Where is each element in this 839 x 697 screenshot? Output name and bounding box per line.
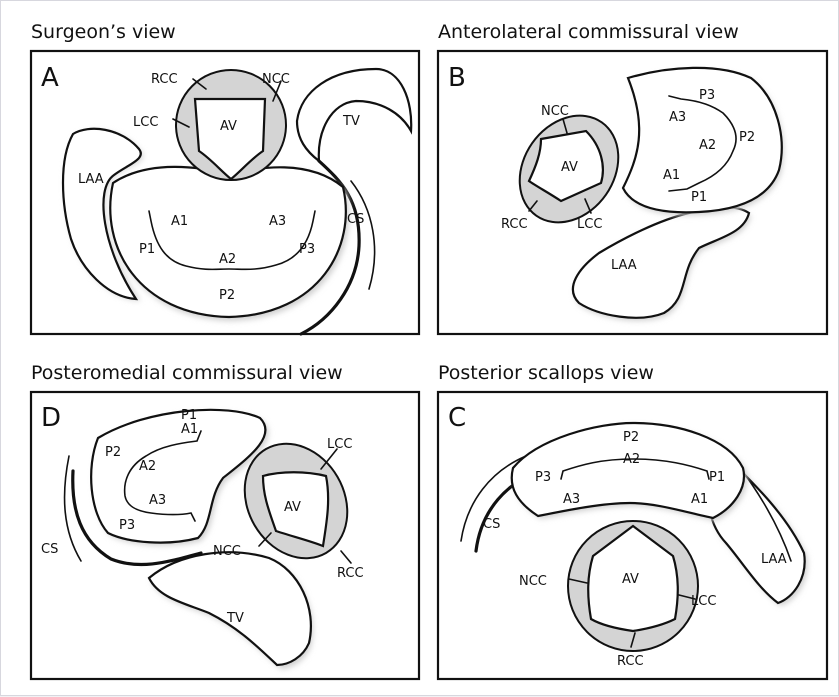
a1-label-a: A1 [171,214,188,229]
p2-label-c: P2 [623,430,639,445]
a1-label-c: A1 [691,492,708,507]
laa-label-c: LAA [761,552,787,567]
lcc-label-a: LCC [133,115,158,130]
rcc-label-b: RCC [501,217,528,232]
a1-label-b: A1 [663,168,680,183]
p2-label-a: P2 [219,288,235,303]
av-label-c: AV [622,572,639,587]
lcc-label-c: LCC [691,594,716,609]
panel-c-letter: C [448,403,466,433]
rcc-label-c: RCC [617,654,644,669]
ncc-label-b: NCC [541,104,569,119]
av-label-a: AV [220,119,237,134]
p1-label-d: P1 [181,408,197,423]
a2-label-d: A2 [139,459,156,474]
ncc-label-c: NCC [519,574,547,589]
a3-label-c: A3 [563,492,580,507]
panel-a: A RCC NCC LCC AV TV LAA CS [31,51,419,334]
cs-label-a: CS [347,212,364,227]
lcc-label-d: LCC [327,437,352,452]
cs-label-c: CS [483,517,500,532]
rcc-label-d: RCC [337,566,364,581]
p1-label-b: P1 [691,190,707,205]
p2-label-d: P2 [105,445,121,460]
p1-label-a: P1 [139,242,155,257]
a2-label-c: A2 [623,452,640,467]
p3-label-b: P3 [699,88,715,103]
panel-d-letter: D [41,403,61,433]
panel-a-letter: A [41,63,59,93]
lcc-label-b: LCC [577,217,602,232]
a1-label-d: A1 [181,422,198,437]
laa-label-b: LAA [611,258,637,273]
p1-label-c: P1 [709,470,725,485]
panel-b-letter: B [448,63,466,93]
a2-label-b: A2 [699,138,716,153]
a2-label-a: A2 [219,252,236,267]
p3-label-a: P3 [299,242,315,257]
p3-label-c: P3 [535,470,551,485]
panel-d: D LCC AV NCC RCC CS TV A1 A2 A3 [31,392,419,679]
rcc-label-a: RCC [151,72,178,87]
a3-label-a: A3 [269,214,286,229]
tv-label-d: TV [226,611,244,626]
av-label-b: AV [561,160,578,175]
ncc-label-d: NCC [213,544,241,559]
a3-label-d: A3 [149,493,166,508]
ncc-label-a: NCC [262,72,290,87]
av-label-d: AV [284,500,301,515]
p2-label-b: P2 [739,130,755,145]
panel-c: C NCC AV LCC RCC CS LAA A1 A2 [438,392,827,679]
cs-label-d: CS [41,542,58,557]
p3-label-d: P3 [119,518,135,533]
tv-label-a: TV [342,114,360,129]
panel-b: B NCC AV RCC LCC LAA A1 A2 A3 P1 P2 P3 [438,51,827,334]
a3-label-b: A3 [669,110,686,125]
laa-label-a: LAA [78,172,104,187]
